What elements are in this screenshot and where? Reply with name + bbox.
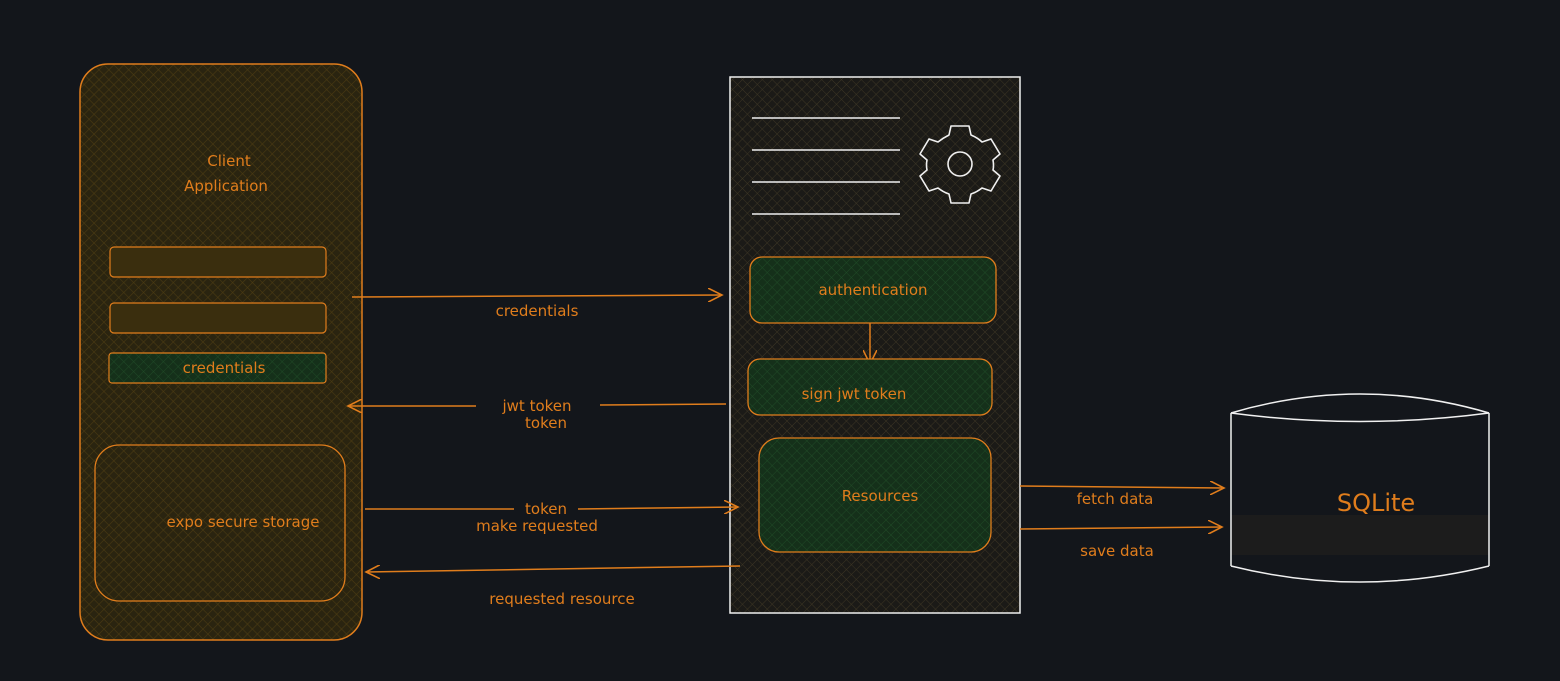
- credentials-arrow: credentials: [351, 295, 722, 320]
- client-title-line2: Application: [184, 177, 268, 195]
- jwt-token-arrow: jwt token token: [348, 397, 727, 432]
- save-data-label: save data: [1080, 542, 1154, 560]
- server-panel: authentication sign jwt token Resources: [729, 76, 1021, 614]
- sign-jwt-box: sign jwt token: [747, 358, 993, 416]
- gear-icon: [919, 125, 1001, 204]
- secure-storage-box: expo secure storage: [94, 444, 346, 602]
- resources-box: Resources: [758, 437, 992, 553]
- token-request-arrow: token make requested: [365, 500, 738, 535]
- jwt-token-label-line2: token: [525, 414, 567, 432]
- secure-storage-label: expo secure storage: [167, 513, 320, 531]
- fetch-data-arrow: fetch data: [1019, 486, 1224, 508]
- save-data-arrow: save data: [1019, 527, 1222, 560]
- jwt-token-label-line1: jwt token: [501, 397, 571, 415]
- client-title-line1: Client: [207, 152, 251, 170]
- sqlite-database: SQLite: [1230, 393, 1490, 583]
- token-label-line2: make requested: [476, 517, 598, 535]
- authentication-label: authentication: [818, 281, 927, 299]
- sign-jwt-label: sign jwt token: [802, 385, 907, 403]
- fetch-data-label: fetch data: [1077, 490, 1154, 508]
- credentials-arrow-label: credentials: [496, 302, 579, 320]
- token-label-line1: token: [525, 500, 567, 518]
- resources-label: Resources: [842, 487, 919, 505]
- password-input[interactable]: [109, 302, 327, 334]
- requested-resource-label: requested resource: [489, 590, 634, 608]
- credentials-button[interactable]: credentials: [108, 352, 327, 384]
- credentials-button-label: credentials: [183, 359, 266, 377]
- requested-resource-arrow: requested resource: [366, 566, 741, 608]
- authentication-box: authentication: [749, 256, 997, 324]
- client-application-panel: Client Application credentials expo secu…: [79, 63, 363, 641]
- sqlite-label: SQLite: [1337, 489, 1415, 517]
- username-input[interactable]: [109, 246, 327, 278]
